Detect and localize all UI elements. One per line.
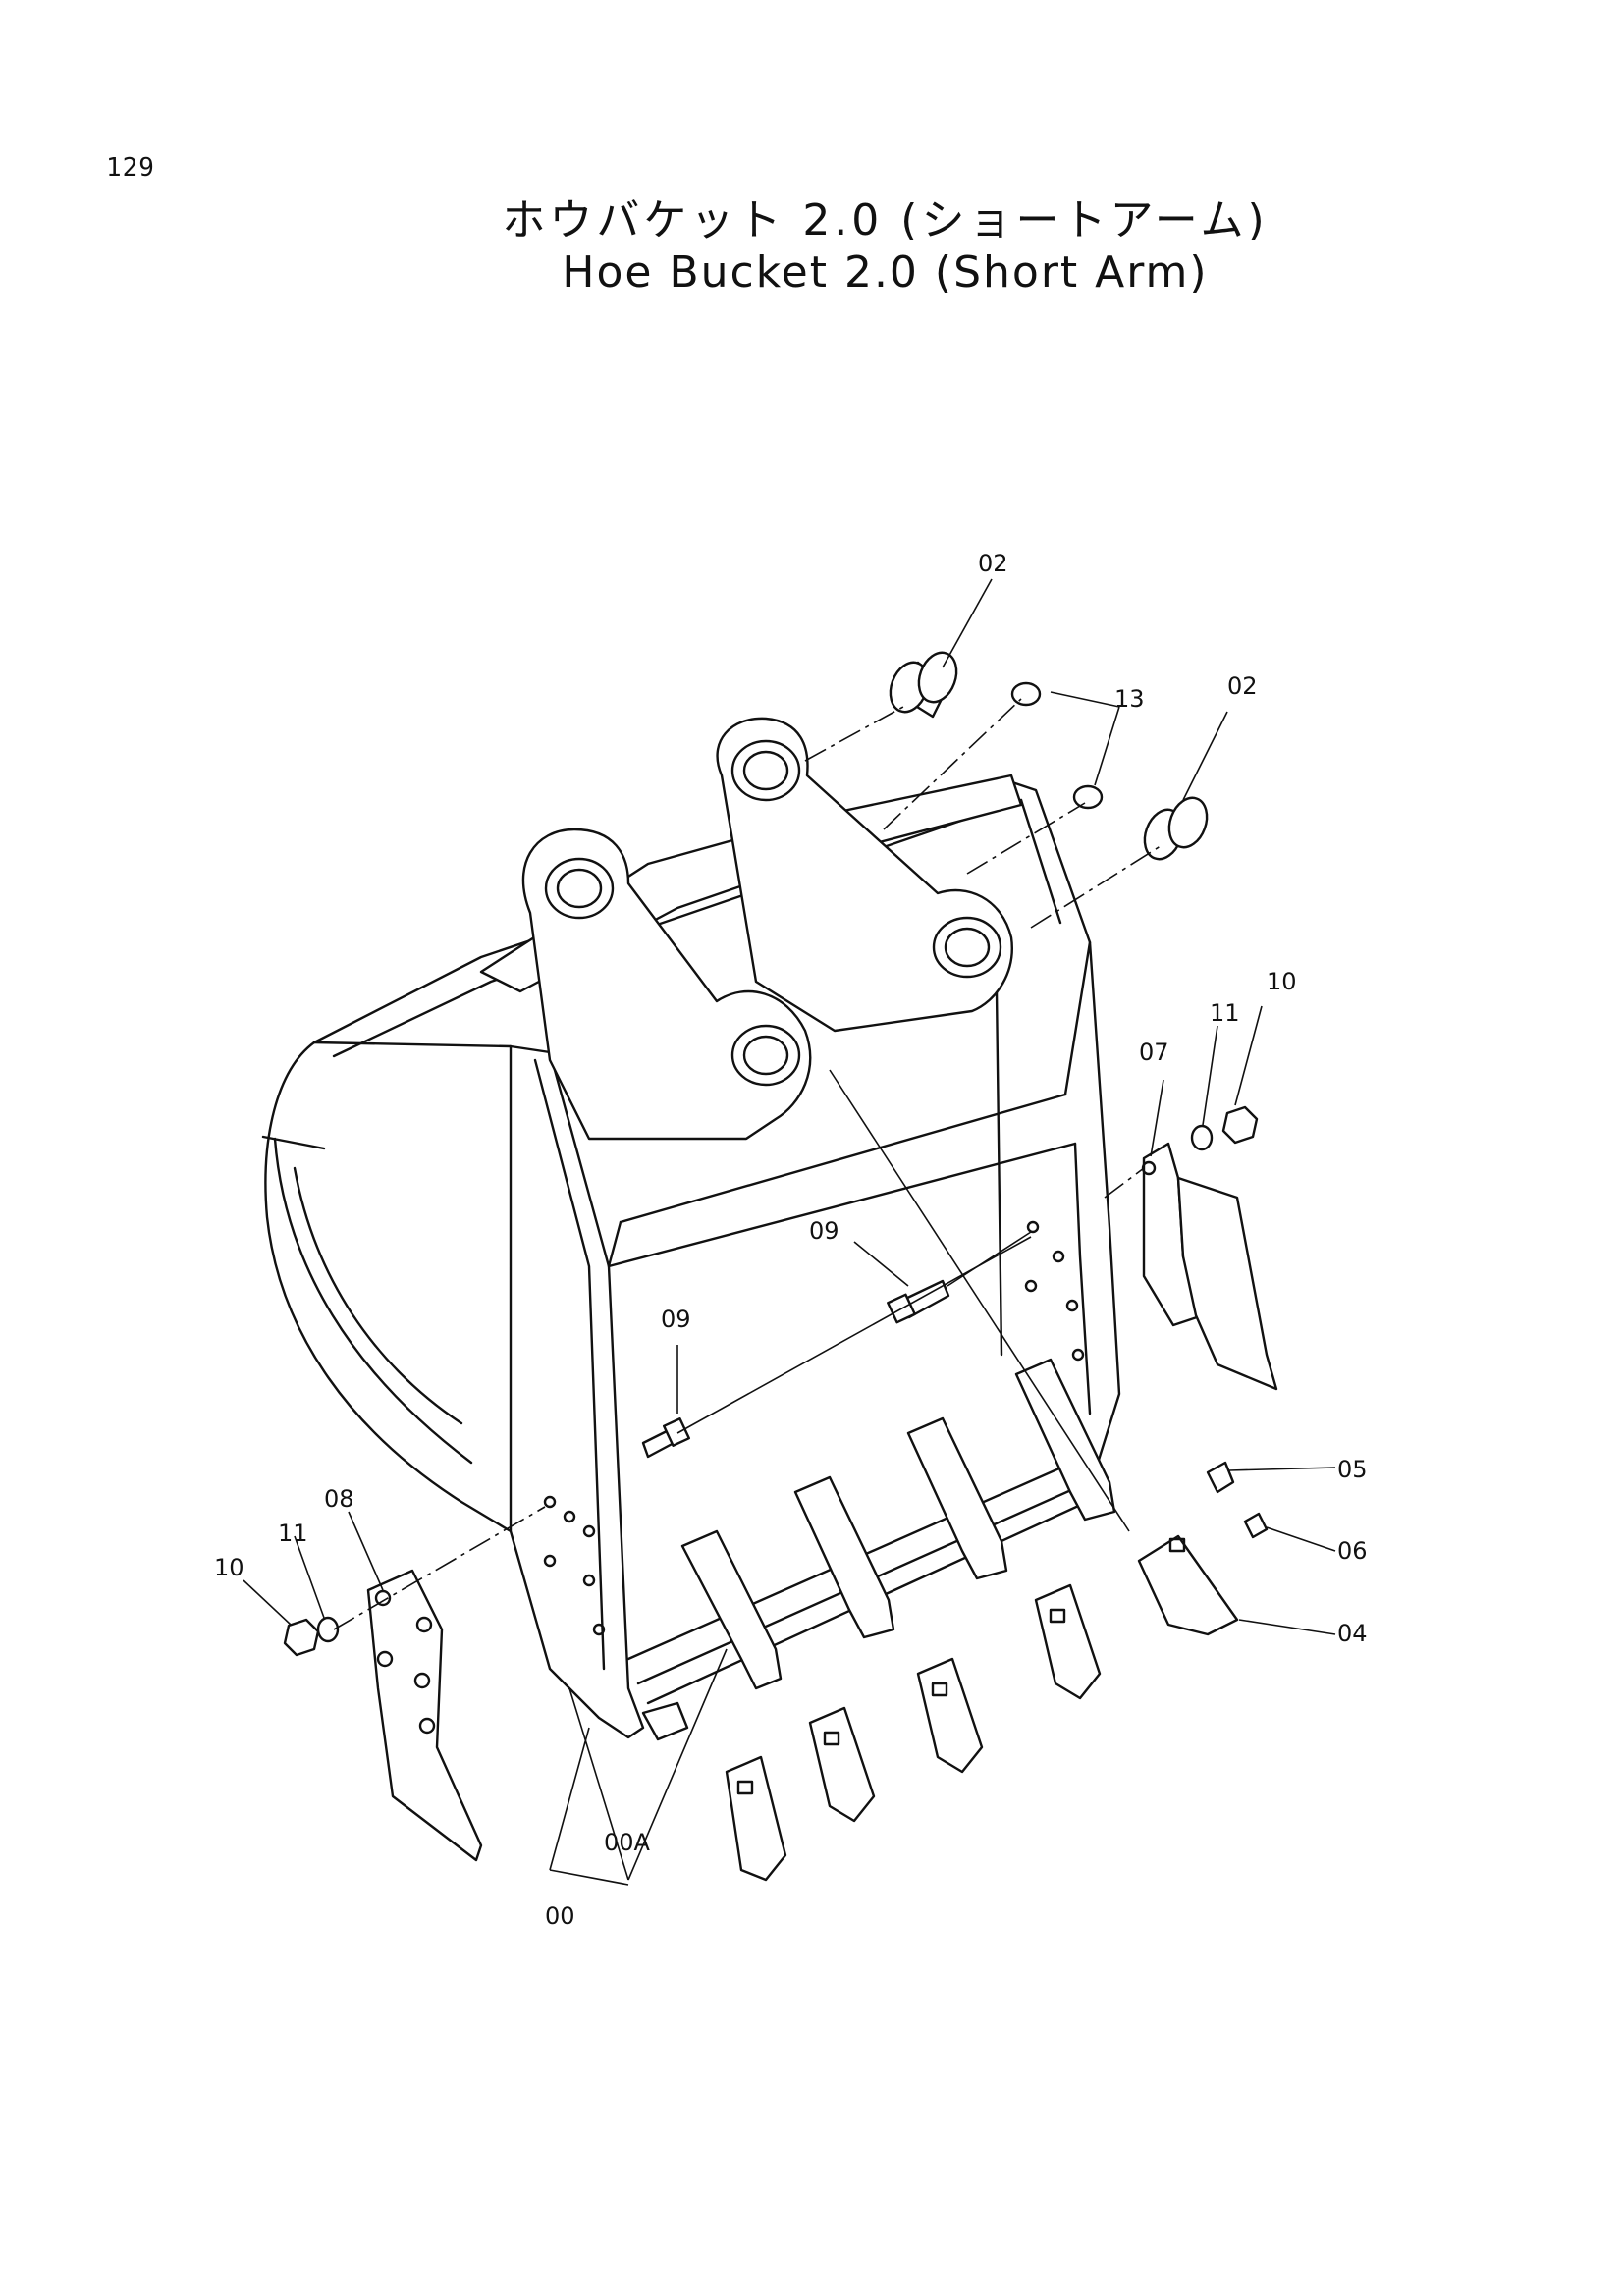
leader-lines: [243, 578, 1336, 1886]
callout-08: 08: [324, 1485, 354, 1513]
callout-11-right: 11: [1210, 999, 1240, 1027]
callout-06: 06: [1337, 1537, 1368, 1565]
bushing-02-right: [1143, 796, 1209, 861]
callout-labels: 02 13 02 10 11 07 09 09 08 11 10 05 06 0…: [214, 550, 1368, 1930]
pin-13: [1010, 681, 1104, 810]
callout-02-left: 02: [978, 550, 1008, 577]
page-number: 129: [106, 153, 155, 183]
title-english: Hoe Bucket 2.0 (Short Arm): [562, 247, 1209, 297]
callout-05: 05: [1337, 1456, 1368, 1483]
tooth-points-04: [725, 1534, 1239, 1882]
callout-13: 13: [1114, 685, 1145, 713]
bushing-02-left: [889, 651, 958, 719]
bucket-lug-right: [716, 717, 1013, 1033]
callout-10-left: 10: [214, 1554, 244, 1581]
nut-10-left: [283, 1618, 320, 1657]
callout-09-lower: 09: [661, 1306, 691, 1333]
washer-11-left: [316, 1616, 340, 1643]
title-japanese: ホウバケット 2.0 (ショートアーム): [502, 195, 1269, 245]
washer-11-right: [1190, 1124, 1214, 1151]
bucket-teeth-adapters: [641, 1358, 1116, 1741]
pin-05: [1206, 1461, 1235, 1494]
bolt-09-lower: [641, 1417, 691, 1459]
nut-10-right: [1221, 1105, 1259, 1145]
side-plate-holes: [543, 1220, 1085, 1636]
side-cutter-07: [1141, 1142, 1278, 1391]
lock-06: [1243, 1512, 1269, 1539]
callout-09-upper: 09: [809, 1217, 839, 1245]
callout-10-right: 10: [1267, 968, 1297, 995]
callout-00: 00: [545, 1902, 575, 1930]
callout-04: 04: [1337, 1620, 1368, 1647]
callout-07: 07: [1139, 1039, 1169, 1066]
callout-11-left: 11: [278, 1520, 308, 1547]
bucket-lug-left: [521, 828, 812, 1141]
side-cutter-08: [366, 1569, 483, 1862]
callout-02-right: 02: [1227, 672, 1258, 700]
callout-00a: 00A: [604, 1829, 651, 1856]
